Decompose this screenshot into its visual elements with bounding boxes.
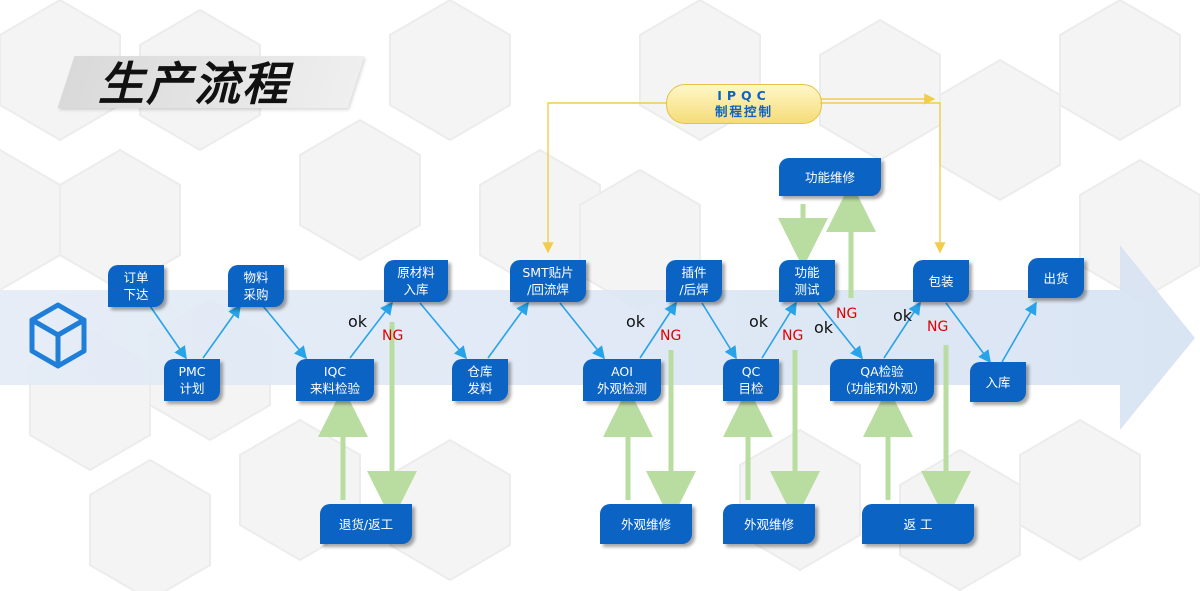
- node-return-rework: 退货/返工: [320, 504, 412, 544]
- node-aoi: AOI 外观检测: [583, 359, 661, 401]
- node-appearance-repair-1: 外观维修: [600, 504, 692, 544]
- node-ship: 出货: [1028, 258, 1084, 298]
- node-pmc: PMC 计划: [164, 359, 220, 401]
- node-stock-in: 入库: [970, 362, 1026, 402]
- node-pack: 包装: [913, 260, 969, 302]
- cube-icon: [29, 302, 87, 369]
- node-iqc: IQC 来料检验: [296, 359, 374, 401]
- label-ng-iqc: NG: [382, 328, 404, 344]
- node-raw-in: 原材料 入库: [384, 260, 448, 302]
- label-ng-qc: NG: [782, 328, 804, 344]
- node-insert: 插件 /后焊: [666, 260, 722, 302]
- label-ng-qa: NG: [927, 319, 949, 335]
- node-warehouse-out: 仓库 发料: [452, 359, 508, 401]
- node-func-test: 功能 测试: [779, 260, 835, 302]
- label-ng-aoi: NG: [660, 328, 682, 344]
- label-ok-qc: ok: [749, 312, 769, 331]
- node-qc: QC 目检: [723, 359, 779, 401]
- ipqc-badge: IPQC 制程控制: [666, 84, 822, 124]
- label-ok-func: ok: [814, 318, 834, 337]
- node-qa: QA检验 （功能和外观）: [830, 359, 934, 401]
- title-banner: 生产流程: [57, 46, 366, 114]
- label-ng-func: NG: [836, 306, 858, 322]
- label-ok-qa: ok: [893, 306, 913, 325]
- node-func-repair: 功能维修: [779, 158, 881, 196]
- ipqc-title: IPQC: [717, 88, 771, 103]
- page-title: 生产流程: [98, 57, 290, 111]
- label-ok-iqc: ok: [348, 312, 368, 331]
- node-smt: SMT贴片 /回流焊: [510, 260, 586, 302]
- node-appearance-repair-2: 外观维修: [723, 504, 815, 544]
- ipqc-subtitle: 制程控制: [714, 104, 773, 119]
- node-rework: 返 工: [862, 504, 974, 544]
- node-purchase: 物料 采购: [228, 265, 284, 307]
- label-ok-aoi: ok: [626, 312, 646, 331]
- node-order: 订单 下达: [108, 265, 164, 307]
